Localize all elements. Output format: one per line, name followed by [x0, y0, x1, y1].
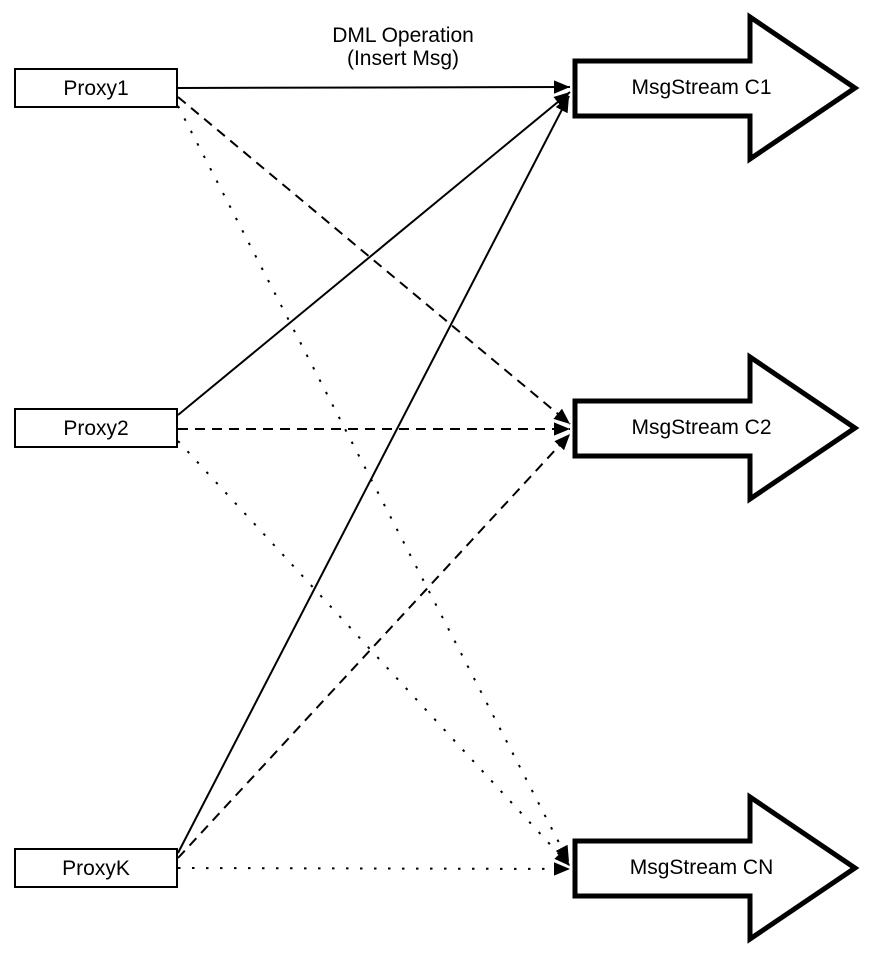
proxyk-box: ProxyK	[14, 848, 178, 888]
proxy1-label: Proxy1	[63, 76, 129, 100]
dml-operation-label: DML Operation (Insert Msg)	[253, 24, 553, 70]
edge-proxy1-msgstream-cn	[177, 105, 570, 863]
proxy1-box: Proxy1	[14, 68, 178, 108]
edge-proxyk-msgstream-c1	[177, 95, 570, 854]
edge-proxyk-msgstream-c2	[177, 433, 571, 859]
edge-proxy1-msgstream-c2	[177, 96, 571, 425]
msgstream-c1-arrow	[572, 12, 860, 164]
msgstream-c2-arrow	[572, 352, 860, 504]
edge-proxy2-msgstream-cn	[177, 440, 571, 867]
msgstream-cn-arrow	[572, 792, 860, 944]
proxyk-label: ProxyK	[62, 856, 130, 880]
proxy2-label: Proxy2	[63, 416, 129, 440]
edge-proxy1-msgstream-c1	[177, 80, 571, 94]
edge-proxyk-msgstream-cn	[177, 862, 571, 876]
edge-proxy2-msgstream-c1	[177, 91, 571, 416]
dml-operation-line2: (Insert Msg)	[346, 47, 459, 70]
dml-operation-line1: DML Operation	[332, 24, 474, 47]
proxy2-box: Proxy2	[14, 408, 178, 448]
